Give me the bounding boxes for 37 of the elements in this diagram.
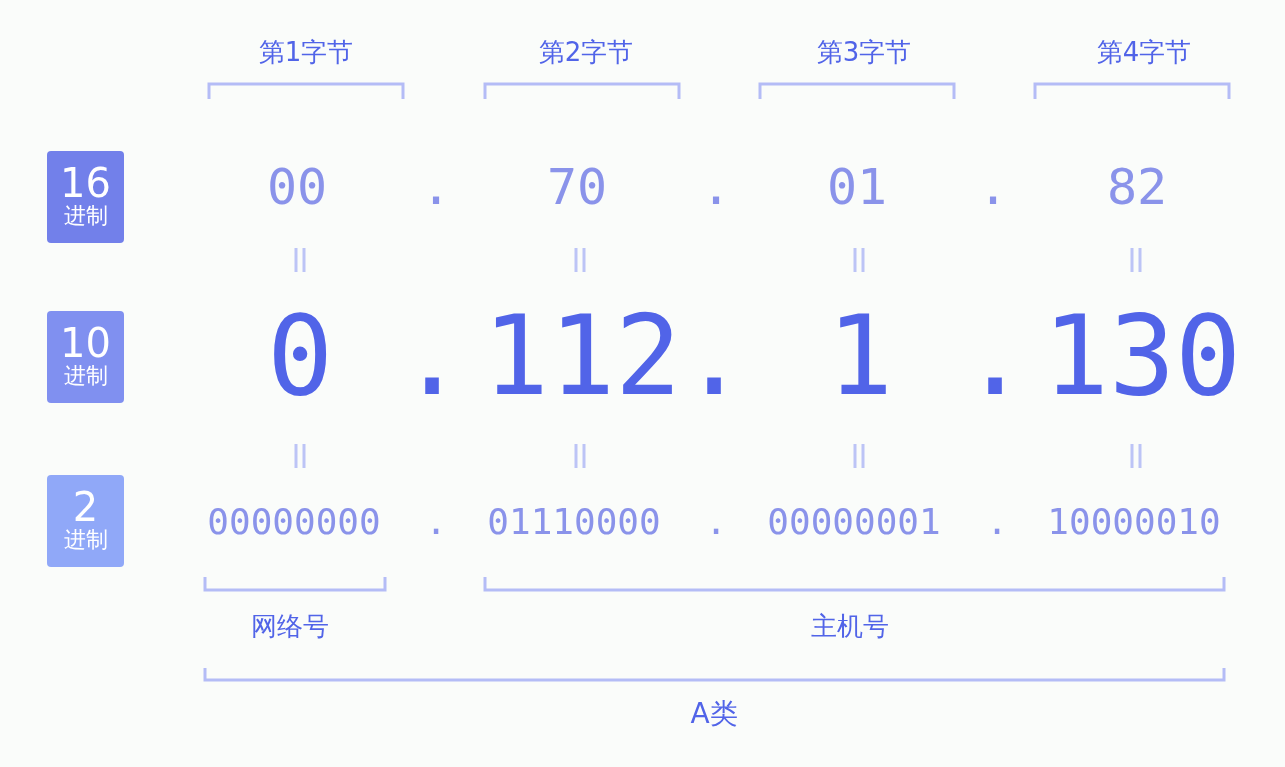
radix-unit: 进制 <box>62 365 109 387</box>
binary-value: 00000001 <box>767 504 941 540</box>
hex-value: 70 <box>546 162 608 212</box>
radix-badge <box>47 151 124 243</box>
dot-separator: . <box>961 301 1029 411</box>
radix-unit: 进制 <box>62 205 109 227</box>
decimal-value: 130 <box>1042 301 1242 411</box>
decimal-value: 0 <box>266 301 334 411</box>
dot-separator: . <box>986 504 1008 540</box>
radix-unit: 进制 <box>62 529 109 551</box>
dot-separator: . <box>425 504 447 540</box>
byte-label: 第4字节 <box>1096 39 1192 65</box>
radix-number: 16 <box>59 163 112 203</box>
hex-value: 00 <box>266 162 328 212</box>
byte-label: 第1字节 <box>258 39 354 65</box>
radix-badge <box>47 311 124 403</box>
hex-value: 82 <box>1106 162 1168 212</box>
dot-separator: . <box>420 162 452 212</box>
dot-separator: . <box>977 162 1009 212</box>
byte-label: 第3字节 <box>816 39 912 65</box>
section-label: 网络号 <box>251 613 329 639</box>
section-label: 主机号 <box>811 613 889 639</box>
hex-value: 01 <box>826 162 888 212</box>
radix-badge <box>47 475 124 567</box>
decimal-value: 1 <box>826 301 894 411</box>
dot-separator: . <box>705 504 727 540</box>
dot-separator: . <box>680 301 748 411</box>
binary-value: 00000000 <box>207 504 381 540</box>
byte-label: 第2字节 <box>538 39 634 65</box>
decimal-value: 112 <box>482 301 682 411</box>
dot-separator: . <box>398 301 466 411</box>
section-label: A类 <box>690 700 738 728</box>
dot-separator: . <box>700 162 732 212</box>
radix-number: 10 <box>59 323 112 363</box>
radix-number: 2 <box>72 487 99 527</box>
binary-value: 10000010 <box>1047 504 1221 540</box>
binary-value: 01110000 <box>487 504 661 540</box>
